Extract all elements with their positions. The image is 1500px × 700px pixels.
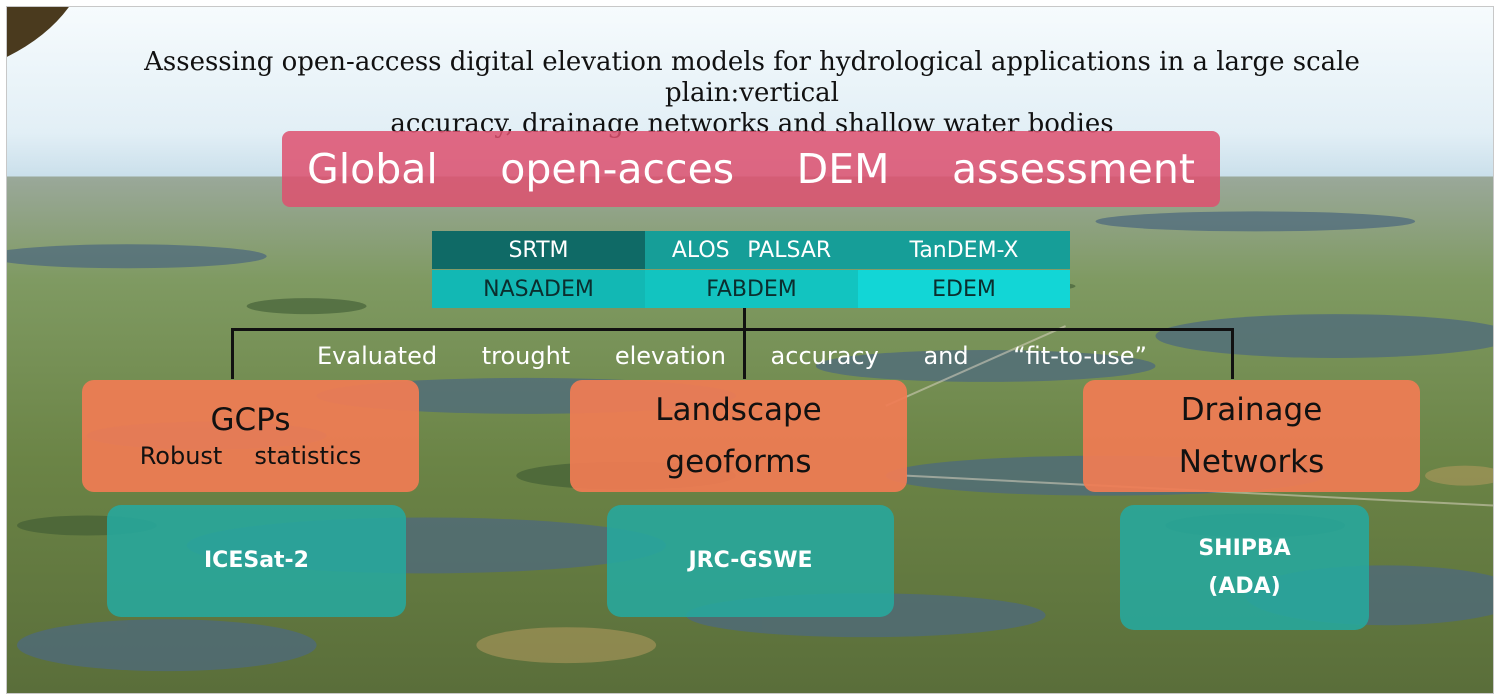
landscape-box: Landscape geoforms [570,380,907,492]
connector-right [1231,328,1234,379]
title-line-1: Assessing open-access digital elevation … [144,47,1360,108]
landscape-line-1: Landscape [655,392,822,428]
caption-word: and [923,342,969,370]
dem-label: TanDEM-X [909,237,1019,263]
dem-label: FABDEM [706,276,797,302]
connector-stem [743,308,746,379]
dem-srtm: SRTM [432,231,645,269]
dem-label: EDEM [932,276,996,302]
drainage-box: Drainage Networks [1083,380,1420,492]
drainage-line-2: Networks [1178,444,1325,480]
shipba-box: SHIPBA (ADA) [1120,505,1369,630]
banner-word: DEM [796,145,890,193]
wing-tip-icon [7,7,69,57]
caption-word: “fit-to-use” [1013,342,1147,370]
gcps-title: GCPs [210,402,291,438]
dem-label: SRTM [508,237,569,263]
evaluation-caption: Evaluated trought elevation accuracy and… [317,342,1147,370]
connector-left [231,328,234,379]
banner-word: open-acces [500,145,735,193]
gcps-box: GCPs Robust statistics [82,380,419,492]
drainage-line-1: Drainage [1180,392,1323,428]
jrc-gswe-label: JRC-GSWE [688,548,813,573]
caption-word: elevation [614,342,726,370]
banner-word: assessment [951,145,1195,193]
caption-word: accuracy [770,342,879,370]
caption-word: Evaluated [317,342,438,370]
gcps-sub-word: Robust [139,442,223,470]
shipba-label: SHIPBA [1198,535,1291,561]
dem-tandem-x: TanDEM-X [858,231,1070,269]
dem-label: NASADEM [483,276,594,302]
dem-fabdem: FABDEM [645,270,858,308]
icesat-label: ICESat-2 [203,548,309,573]
gcps-sub-word: statistics [254,442,362,470]
diagram-title: Assessing open-access digital elevation … [67,47,1437,140]
dem-alos-palsar: ALOS PALSAR [645,231,858,269]
diagram-canvas: Assessing open-access digital elevation … [6,6,1494,694]
connector-bar [231,328,1234,331]
ada-label: (ADA) [1208,573,1281,599]
global-dem-banner: Global open-acces DEM assessment [282,131,1220,207]
caption-word: trought [481,342,571,370]
icesat-box: ICESat-2 [107,505,406,617]
dem-edem: EDEM [858,270,1070,308]
dem-label: ALOS [671,237,730,263]
landscape-line-2: geoforms [665,444,812,480]
banner-word: Global [307,145,438,193]
jrc-gswe-box: JRC-GSWE [607,505,894,617]
dem-label: PALSAR [747,237,832,263]
gcps-subtitle: Robust statistics [140,442,362,470]
dem-nasadem: NASADEM [432,270,645,308]
